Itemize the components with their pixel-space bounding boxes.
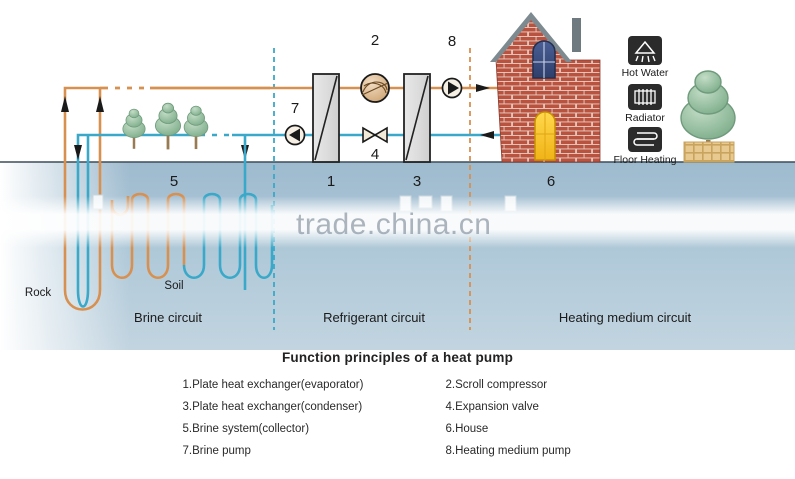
brine-hot-arrow-2 xyxy=(96,96,104,112)
heat-exchanger-1 xyxy=(312,73,340,163)
heat-exchanger-3 xyxy=(403,73,431,163)
callout-3: 3 xyxy=(413,173,421,190)
hot-water-label: Hot Water xyxy=(622,67,669,79)
callout-4: 4 xyxy=(371,146,379,163)
appliance-floor-heating: Floor Heating xyxy=(613,127,677,166)
appliance-hot-water: Hot Water xyxy=(622,36,669,79)
surface-trees xyxy=(122,102,209,150)
yard-tree xyxy=(680,70,736,163)
hot-line-arrow xyxy=(476,84,490,92)
callout-5: 5 xyxy=(170,173,178,190)
heating-medium-pump xyxy=(441,77,463,99)
house xyxy=(490,12,601,163)
garden-fence xyxy=(683,141,735,163)
legend-item-2: 2.Scroll compressor xyxy=(445,379,548,391)
brine-hot-arrow-1 xyxy=(61,96,69,112)
ground-haze-band xyxy=(0,196,795,248)
appliance-radiator: Radiator xyxy=(625,84,665,124)
brine-borehole-u-hot xyxy=(63,88,102,311)
brine-pump xyxy=(284,124,306,146)
legend-item-1: 1.Plate heat exchanger(evaporator) xyxy=(182,379,364,391)
legend-item-4: 4.Expansion valve xyxy=(445,401,539,413)
label-heating-medium-circuit: Heating medium circuit xyxy=(559,310,692,325)
callout-1: 1 xyxy=(327,173,335,190)
hot-water-icon xyxy=(628,36,662,65)
floor-heating-label: Floor Heating xyxy=(613,154,676,166)
callout-2: 2 xyxy=(371,32,379,49)
legend-grid: 1.Plate heat exchanger(evaporator) 2.Scr… xyxy=(183,379,613,457)
callout-6: 6 xyxy=(547,173,555,190)
legend: Function principles of a heat pump 1.Pla… xyxy=(0,350,795,457)
legend-title: Function principles of a heat pump xyxy=(281,350,514,365)
radiator-label: Radiator xyxy=(625,112,665,124)
expansion-valve xyxy=(362,126,388,144)
roof-eave xyxy=(490,12,572,62)
cold-line-arrow xyxy=(480,131,494,139)
legend-item-7: 7.Brine pump xyxy=(182,445,251,457)
callout-8: 8 xyxy=(448,33,456,50)
legend-item-6: 6.House xyxy=(445,423,489,435)
brine-borehole-u-cold xyxy=(76,135,90,308)
radiator-icon xyxy=(628,84,662,110)
callout-7: 7 xyxy=(291,100,299,117)
diagram-canvas: 5 1 3 6 2 4 7 8 Rock Soil Brine circuit … xyxy=(0,12,795,350)
label-brine-circuit: Brine circuit xyxy=(134,310,202,325)
brine-cold-arrow-1 xyxy=(74,145,82,160)
scroll-compressor xyxy=(360,73,390,103)
label-refrigerant-circuit: Refrigerant circuit xyxy=(323,310,425,325)
chimney xyxy=(572,18,581,52)
label-soil: Soil xyxy=(164,280,183,292)
legend-item-3: 3.Plate heat exchanger(condenser) xyxy=(182,401,363,413)
legend-item-5: 5.Brine system(collector) xyxy=(182,423,310,435)
label-rock: Rock xyxy=(25,287,51,299)
legend-item-8: 8.Heating medium pump xyxy=(445,445,571,457)
